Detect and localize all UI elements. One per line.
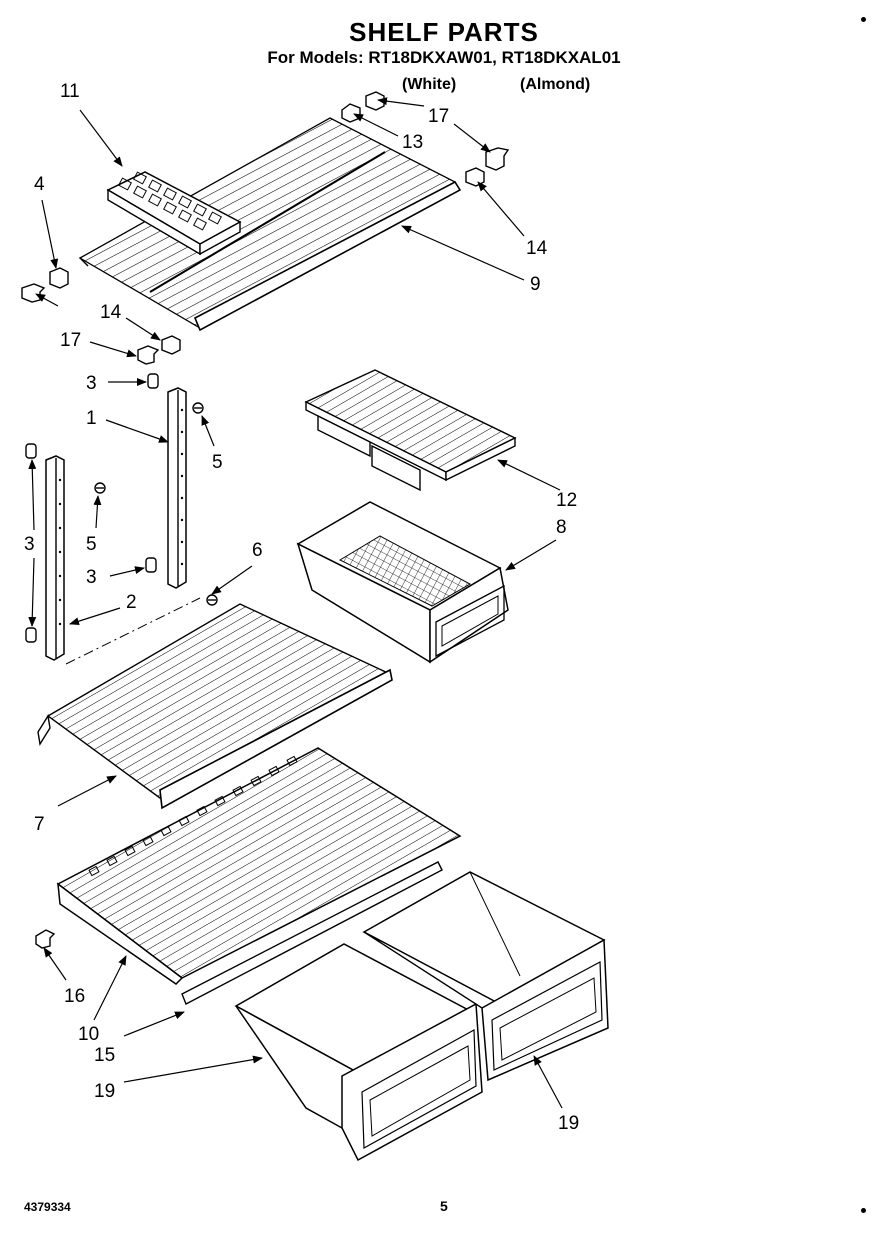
shelf-clip-upper-left	[341, 91, 385, 123]
meat-drawer	[296, 501, 509, 664]
callout-19-right: 19	[558, 1113, 579, 1134]
callout-15: 15	[94, 1045, 115, 1066]
variant-white-label: (White)	[402, 76, 457, 93]
callout-1: 1	[86, 408, 97, 429]
shelf-clip-upper-right	[465, 147, 510, 187]
variant-almond-label: (Almond)	[520, 76, 591, 93]
callout-3-top: 3	[86, 373, 97, 394]
ice-cube-tray	[106, 171, 242, 256]
registration-dot-top	[861, 17, 866, 22]
callout-5-left: 5	[86, 534, 97, 555]
callout-10: 10	[78, 1024, 99, 1045]
model-numbers: For Models: RT18DKXAW01, RT18DKXAL01	[267, 48, 621, 67]
callout-3-lower: 3	[86, 567, 97, 588]
upper-wire-shelf	[78, 117, 462, 332]
shelf-clip-mid-left	[137, 335, 181, 365]
callout-6: 6	[252, 540, 263, 561]
leader-lines	[28, 97, 563, 1109]
callout-14-right: 14	[526, 238, 548, 259]
callout-7: 7	[34, 814, 45, 835]
callout-17-left: 17	[60, 330, 81, 351]
callout-5-right: 5	[212, 452, 223, 473]
page-header: SHELF PARTS For Models: RT18DKXAW01, RT1…	[0, 18, 888, 68]
callout-4: 4	[34, 174, 45, 195]
crisper-drawer-right	[362, 871, 609, 1082]
crisper-cover-frame	[56, 747, 462, 985]
callout-2: 2	[126, 592, 137, 613]
alignment-line	[65, 597, 201, 665]
crisper-drawer-left	[234, 943, 483, 1162]
callout-12: 12	[556, 490, 577, 511]
callout-13: 13	[402, 132, 423, 153]
rail-screws	[94, 402, 218, 606]
crisper-cover-shelf	[304, 369, 517, 492]
callout-labels: 11 13 17 4 14 9 17 14 3 1 5 12 3 5 8 6 3…	[24, 81, 579, 1134]
registration-dot-bottom	[861, 1208, 866, 1213]
middle-shelf	[37, 603, 393, 810]
callout-17-top: 17	[428, 106, 449, 127]
callout-3-left: 3	[24, 534, 35, 555]
callout-19-left: 19	[94, 1081, 115, 1102]
shelf-clip-left	[21, 267, 69, 303]
cover-support-clip	[35, 929, 56, 949]
shelf-rail-right	[167, 387, 187, 589]
callout-9: 9	[530, 274, 541, 295]
callout-16: 16	[64, 986, 85, 1007]
rail-end-caps	[25, 373, 159, 643]
page-title: SHELF PARTS	[349, 17, 539, 47]
callout-14-left: 14	[100, 302, 122, 323]
callout-8: 8	[556, 517, 567, 538]
crisper-cover-trim	[181, 861, 443, 1005]
callout-11: 11	[60, 81, 80, 102]
document-number: 4379334	[24, 1200, 71, 1214]
shelf-rail-left	[45, 455, 65, 661]
page-number: 5	[440, 1198, 448, 1214]
